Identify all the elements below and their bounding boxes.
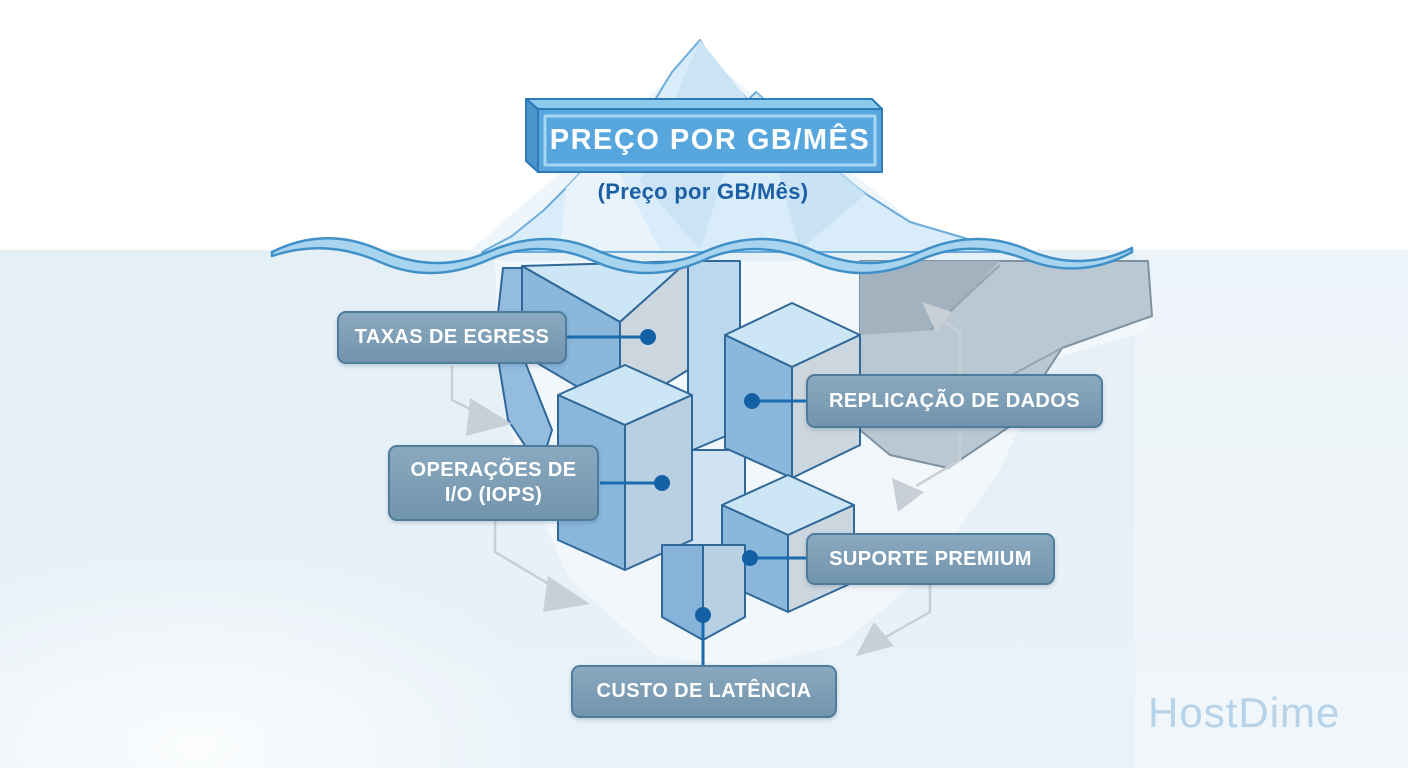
dot-replication xyxy=(744,393,760,409)
waterline xyxy=(270,237,1134,275)
label-connectors xyxy=(567,329,806,665)
arrow-support-down xyxy=(883,584,932,640)
dot-egress xyxy=(640,329,656,345)
arrow-iops-down xyxy=(493,521,553,588)
banner-plank xyxy=(525,98,883,173)
hostdime-logo: HostDime xyxy=(1148,689,1341,736)
dot-latency xyxy=(695,607,711,623)
label-operacoes-io-iops: OPERAÇÕES DE I/O (IOPS) xyxy=(388,445,599,521)
underwater-light-band xyxy=(1135,250,1408,768)
flow-arrows xyxy=(450,302,962,656)
iceberg-bottom-tip xyxy=(661,544,746,641)
banner-title: PREÇO POR GB/MÊS xyxy=(549,124,871,156)
dot-support xyxy=(742,550,758,566)
label-replicacao-de-dados: REPLICAÇÃO DE DADOS xyxy=(806,374,1103,428)
label-suporte-premium: SUPORTE PREMIUM xyxy=(806,533,1055,585)
label-custo-de-latencia: CUSTO DE LATÊNCIA xyxy=(571,665,837,718)
banner-subtitle: (Preço por GB/Mês) xyxy=(597,179,809,204)
dot-iops xyxy=(654,475,670,491)
iceberg-block-replication xyxy=(724,302,861,479)
label-taxas-de-egress: TAXAS DE EGRESS xyxy=(337,311,567,364)
